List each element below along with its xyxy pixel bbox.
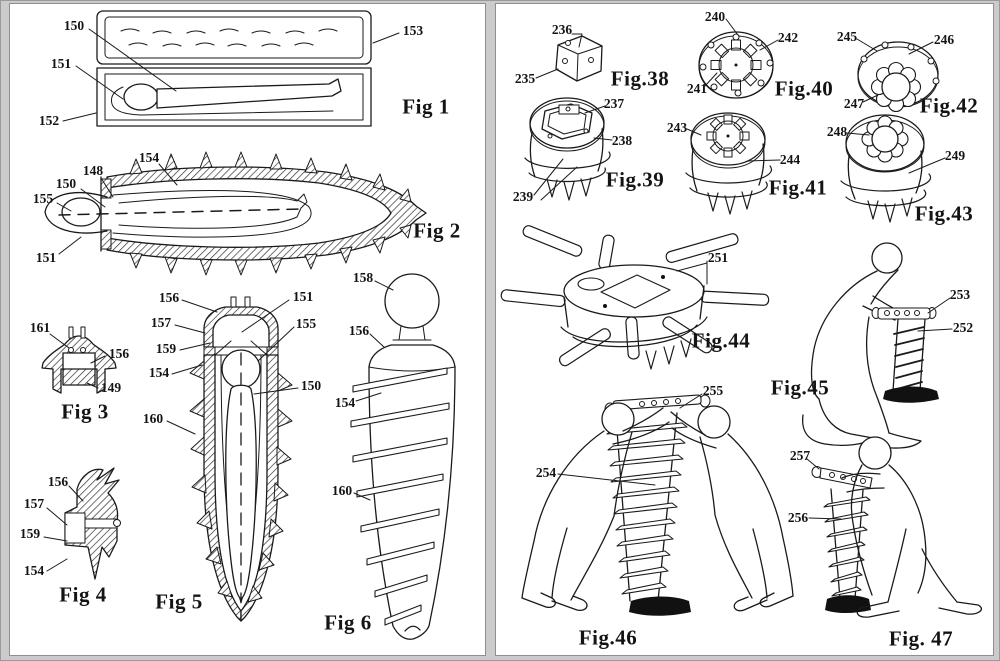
fig40-ref-240: 240 [704, 9, 726, 24]
fig43-ref-248: 248 [826, 124, 848, 139]
fig5-ref-157: 157 [150, 315, 172, 330]
fig1-ref-150: 150 [63, 18, 85, 33]
fig2-ref-150: 150 [55, 176, 77, 191]
fig2-ref-148: 148 [82, 163, 104, 178]
fig2-caption: Fig 2 [413, 218, 461, 243]
fig41-caption: Fig.41 [768, 175, 828, 200]
fig47-ref-256: 256 [787, 510, 809, 525]
fig41-ref-243: 243 [666, 120, 688, 135]
fig6-caption: Fig 6 [324, 610, 372, 635]
fig4-ref-157: 157 [23, 496, 45, 511]
fig3-caption: Fig 3 [61, 399, 109, 424]
fig5-ref-155: 155 [295, 316, 317, 331]
fig45-caption: Fig.45 [770, 375, 830, 400]
fig3-ref-149: 149 [100, 380, 122, 395]
fig2-ref-155: 155 [32, 191, 54, 206]
fig6-ref-158: 158 [352, 270, 374, 285]
fig1-ref-151: 151 [50, 56, 72, 71]
fig4-caption: Fig 4 [59, 582, 107, 607]
fig39-ref-239: 239 [512, 189, 534, 204]
fig5-ref-156: 156 [158, 290, 180, 305]
fig40-ref-241: 241 [686, 81, 708, 96]
fig40-ref-242: 242 [777, 30, 799, 45]
fig5-ref-150: 150 [300, 378, 322, 393]
fig47-ref-257: 257 [789, 448, 811, 463]
fig43-caption: Fig.43 [914, 201, 974, 226]
fig38-ref-235: 235 [514, 71, 536, 86]
fig1-ref-152: 152 [38, 113, 60, 128]
fig6-ref-154: 154 [334, 395, 356, 410]
fig38-caption: Fig.38 [610, 66, 670, 91]
fig4-ref-154: 154 [23, 563, 45, 578]
fig5-ref-151: 151 [292, 289, 314, 304]
fig40-caption: Fig.40 [774, 76, 834, 101]
fig38-ref-236: 236 [551, 22, 573, 37]
fig45-ref-253: 253 [949, 287, 971, 302]
fig44-caption: Fig.44 [691, 328, 751, 353]
fig39-ref-238: 238 [611, 133, 633, 148]
fig4-ref-159: 159 [19, 526, 41, 541]
fig4-ref-156: 156 [47, 474, 69, 489]
fig3-ref-156: 156 [108, 346, 130, 361]
fig45-ref-252: 252 [952, 320, 974, 335]
fig5-ref-160: 160 [142, 411, 164, 426]
fig5-caption: Fig 5 [155, 589, 203, 614]
fig5-ref-159: 159 [155, 341, 177, 356]
fig42-ref-245: 245 [836, 29, 858, 44]
fig39-ref-237: 237 [603, 96, 625, 111]
fig5-ref-154: 154 [148, 365, 170, 380]
fig2-ref-154: 154 [138, 150, 160, 165]
fig2-ref-151: 151 [35, 250, 57, 265]
fig41-ref-244: 244 [779, 152, 801, 167]
fig42-caption: Fig.42 [919, 93, 979, 118]
fig46-ref-254: 254 [535, 465, 557, 480]
fig46-ref-255: 255 [702, 383, 724, 398]
fig6-ref-156: 156 [348, 323, 370, 338]
fig1-caption: Fig 1 [402, 94, 450, 119]
fig47-caption: Fig. 47 [888, 626, 954, 651]
fig46-caption: Fig.46 [578, 625, 638, 650]
fig43-ref-249: 249 [944, 148, 966, 163]
fig42-ref-246: 246 [933, 32, 955, 47]
fig44-ref-251: 251 [707, 250, 729, 265]
fig6-ref-160: 160 [331, 483, 353, 498]
fig42-ref-247: 247 [843, 96, 865, 111]
fig39-caption: Fig.39 [605, 167, 665, 192]
fig1-ref-153: 153 [402, 23, 424, 38]
fig3-ref-161: 161 [29, 320, 51, 335]
